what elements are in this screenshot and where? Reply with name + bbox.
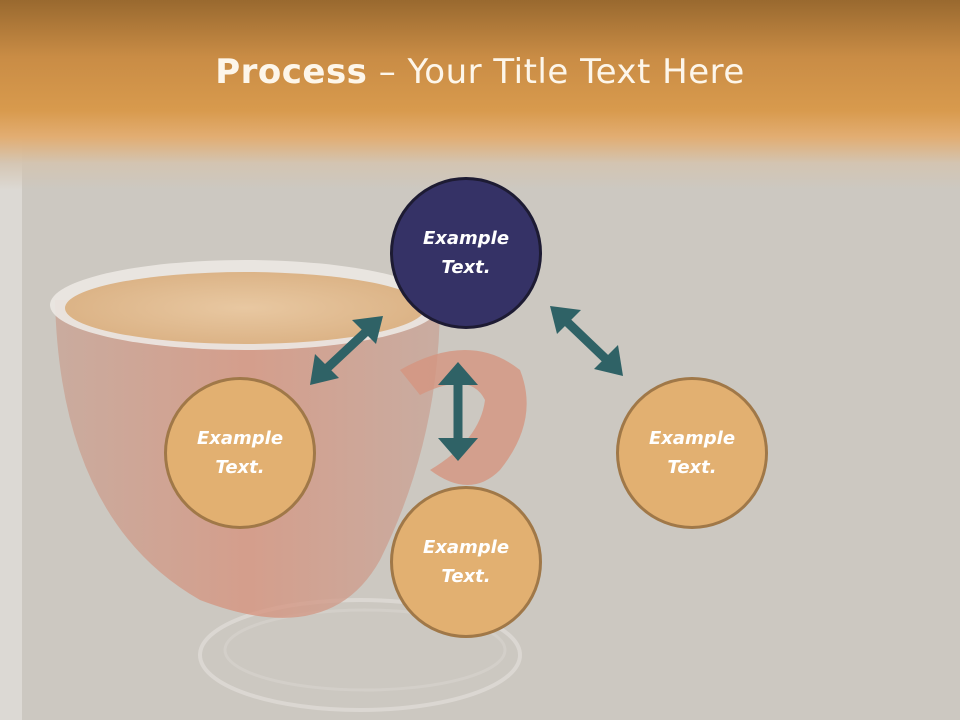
title-bold: Process [215,52,368,92]
node-top[interactable]: Example Text. [390,177,542,329]
title-bar [0,0,960,190]
title-rest: – Your Title Text Here [367,52,745,92]
node-left-label: Example Text. [196,428,284,478]
slide-title: Process – Your Title Text Here [0,52,960,92]
arrow-left-diagonal [310,316,383,385]
arrow-vertical [438,362,478,461]
node-top-label: Example Text. [422,228,510,278]
node-right[interactable]: Example Text. [616,377,768,529]
node-right-label: Example Text. [648,428,736,478]
node-bottom[interactable]: Example Text. [390,486,542,638]
node-bottom-label: Example Text. [422,537,510,587]
node-left[interactable]: Example Text. [164,377,316,529]
arrow-right-diagonal [550,306,623,376]
